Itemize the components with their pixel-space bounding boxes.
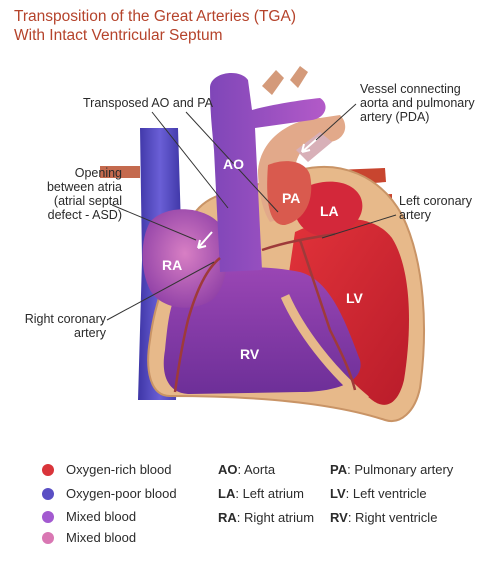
callout-asd-line-1: Opening xyxy=(74,166,122,180)
abbr-code: LV xyxy=(330,486,346,501)
leader-transposed-ao xyxy=(151,111,229,209)
legend-swatch-oxygen-rich xyxy=(42,463,54,476)
legend-label: Mixed blood xyxy=(66,509,137,524)
abbr-text: : Aorta xyxy=(237,462,276,477)
abbr-text: : Pulmonary artery xyxy=(347,462,454,477)
label-lv: LV xyxy=(346,290,363,306)
label-ra: RA xyxy=(162,257,183,273)
pulmonary-artery-body xyxy=(267,161,312,226)
callout-pda-line-3: artery (PDA) xyxy=(360,110,430,124)
callout-asd-line-3: (atrial septal xyxy=(53,194,122,208)
left-ventricle xyxy=(285,218,409,405)
title-line-2: With Intact Ventricular Septum xyxy=(14,27,223,44)
abbr-ao: AO: Aorta xyxy=(218,462,275,477)
heart-illustration xyxy=(100,66,425,423)
pulmonary-vein-left xyxy=(100,166,140,178)
callout-lines xyxy=(106,103,397,321)
abbr-code: RA xyxy=(218,510,237,525)
abbr-lv: LV: Left ventricle xyxy=(330,486,427,501)
right-coronary-artery xyxy=(173,257,221,393)
abbr-text: : Right ventricle xyxy=(347,510,438,525)
callout-rca-line-1: Right coronary xyxy=(24,312,106,326)
callout-pda-line-2: aorta and pulmonary xyxy=(360,96,475,110)
aorta xyxy=(210,73,326,272)
asd-arrow xyxy=(197,231,213,249)
callout-pda: Vessel connecting aorta and pulmonary ar… xyxy=(360,82,475,124)
abbr-code: PA xyxy=(330,462,348,477)
abbr-code: AO xyxy=(218,462,238,477)
right-atrium xyxy=(142,209,228,308)
callout-asd-line-2: between atria xyxy=(46,180,122,194)
leader-rca xyxy=(106,261,215,321)
legend-label: Mixed blood xyxy=(66,530,137,545)
title-line-1: Transposition of the Great Arteries (TGA… xyxy=(14,8,296,25)
abbr-la: LA: Left atrium xyxy=(218,486,304,501)
label-pa: PA xyxy=(282,190,301,206)
aortic-branches xyxy=(262,66,308,95)
callout-asd-line-4: defect - ASD) xyxy=(47,208,122,222)
callout-lca-line-2: artery xyxy=(399,208,431,222)
abbr-rv: RV: Right ventricle xyxy=(330,510,437,525)
callout-pda-line-1: Vessel connecting xyxy=(360,82,461,96)
leader-asd xyxy=(111,204,197,241)
diagram-title: Transposition of the Great Arteries (TGA… xyxy=(14,7,296,45)
callout-rca-line-2: artery xyxy=(74,326,106,340)
legend-label: Oxygen-poor blood xyxy=(66,486,177,501)
callout-transposed: Transposed AO and PA xyxy=(83,96,213,110)
callout-left-coronary: Left coronary artery xyxy=(399,194,472,222)
label-rv: RV xyxy=(240,346,260,362)
abbr-code: RV xyxy=(330,510,348,525)
leader-lca xyxy=(321,214,397,239)
pda-arrow xyxy=(301,137,319,153)
left-atrium xyxy=(295,181,363,237)
legend-item-mixed-purple: Mixed blood xyxy=(42,509,136,524)
abbr-text: : Left atrium xyxy=(235,486,304,501)
label-la: LA xyxy=(320,203,339,219)
callout-asd: Opening between atria (atrial septal def… xyxy=(10,166,122,222)
label-ao: AO xyxy=(223,156,244,172)
legend-label: Oxygen-rich blood xyxy=(66,462,172,477)
abbr-code: LA xyxy=(218,486,236,501)
legend-swatch-oxygen-poor xyxy=(42,487,54,500)
leader-transposed-pa xyxy=(185,111,279,213)
abbr-text: : Left ventricle xyxy=(345,486,427,501)
callout-right-coronary: Right coronary artery xyxy=(10,312,106,340)
legend-item-mixed-pink: Mixed blood xyxy=(42,530,136,545)
callout-lca-line-1: Left coronary xyxy=(399,194,472,208)
legend-item-oxygen-poor: Oxygen-poor blood xyxy=(42,486,177,501)
leader-pda xyxy=(315,103,357,141)
pda-vessel xyxy=(296,132,332,162)
legend-swatch-mixed-pink xyxy=(42,531,54,544)
abbr-text: : Right atrium xyxy=(236,510,315,525)
abbr-ra: RA: Right atrium xyxy=(218,510,314,525)
left-coronary-artery xyxy=(261,232,357,391)
abbr-pa: PA: Pulmonary artery xyxy=(330,462,453,477)
legend-item-oxygen-rich: Oxygen-rich blood xyxy=(42,462,172,477)
legend-swatch-mixed-purple xyxy=(42,510,54,523)
